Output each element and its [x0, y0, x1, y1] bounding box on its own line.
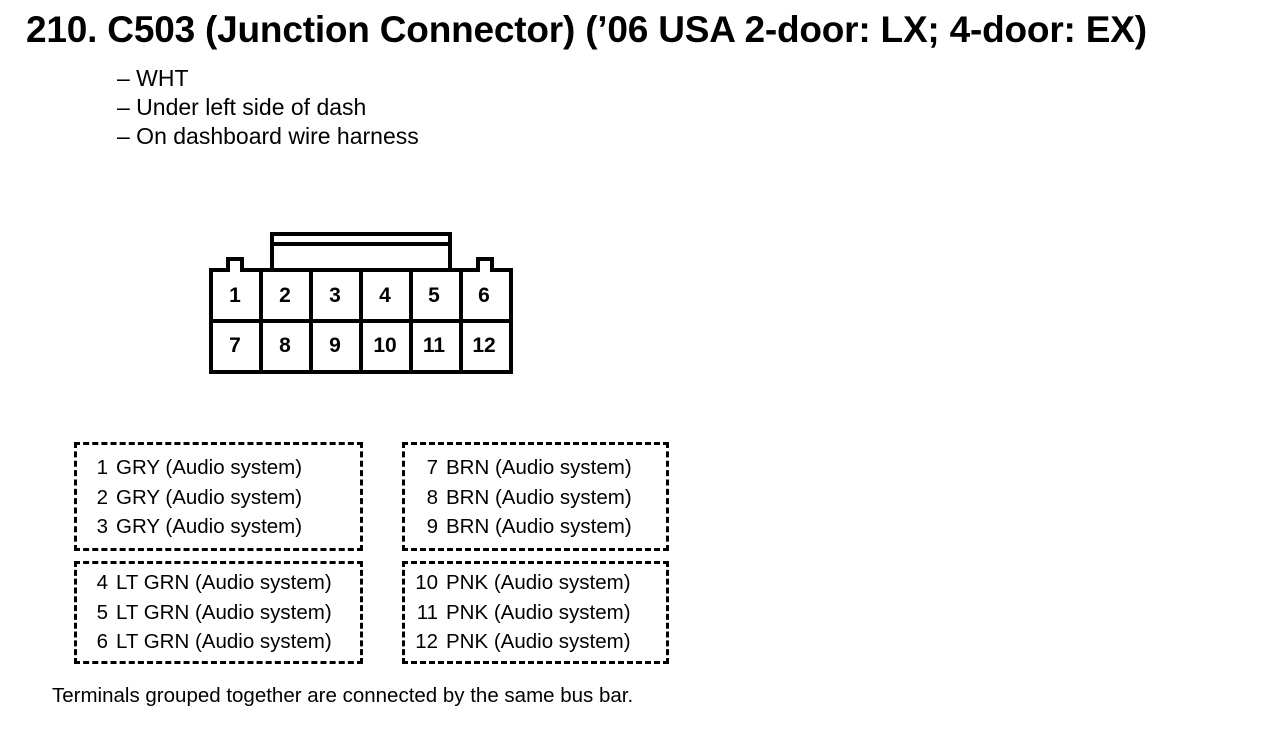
terminal-row: 8 BRN (Audio system) — [412, 483, 632, 513]
pin-label: 6 — [478, 284, 490, 307]
terminal-number: 2 — [96, 485, 108, 509]
terminal-description: LT GRN (Audio system) — [116, 600, 332, 624]
pin-label: 7 — [229, 334, 241, 357]
terminal-row: 3 GRY (Audio system) — [84, 512, 303, 542]
terminal-number: 10 — [415, 571, 438, 594]
terminal-number: 6 — [96, 630, 108, 653]
terminal-description: GRY (Audio system) — [116, 515, 303, 538]
terminal-number: 3 — [96, 515, 108, 538]
terminal-description: GRY (Audio system) — [116, 485, 303, 509]
terminal-number: 8 — [426, 485, 438, 509]
bus-bar-group-lt-grn — [74, 561, 363, 664]
detail-color: – WHT — [117, 65, 189, 91]
bus-bar-group-brn — [402, 442, 669, 551]
terminal-row: 11 PNK (Audio system) — [410, 598, 631, 628]
pin-label: 11 — [423, 334, 446, 357]
terminal-description: LT GRN (Audio system) — [116, 571, 332, 594]
pin-label: 2 — [279, 284, 291, 307]
terminal-description: PNK (Audio system) — [446, 630, 631, 653]
detail-location: – Under left side of dash — [117, 94, 367, 120]
pin-label: 9 — [329, 334, 341, 357]
terminal-row: 2 GRY (Audio system) — [84, 483, 303, 513]
terminal-number: 7 — [426, 456, 438, 479]
pin-label: 10 — [373, 334, 396, 357]
terminal-row: 4 LT GRN (Audio system) — [84, 568, 332, 598]
pin-label: 3 — [329, 284, 341, 307]
terminal-description: PNK (Audio system) — [446, 600, 631, 624]
bus-bar-group-lt-grn-list: 4 LT GRN (Audio system) 5 LT GRN (Audio … — [84, 568, 332, 657]
terminal-row: 9 BRN (Audio system) — [412, 512, 632, 542]
terminal-description: LT GRN (Audio system) — [116, 630, 332, 653]
terminal-row: 5 LT GRN (Audio system) — [84, 598, 332, 628]
connector-lock-tab — [270, 232, 452, 270]
terminal-description: PNK (Audio system) — [446, 571, 631, 594]
terminal-description: BRN (Audio system) — [446, 515, 632, 538]
page-title: 210. C503 (Junction Connector) (’06 USA … — [26, 9, 1147, 50]
terminal-row: 6 LT GRN (Audio system) — [84, 627, 332, 657]
pin-label: 12 — [472, 334, 495, 357]
bus-bar-group-gry — [74, 442, 363, 551]
terminal-row: 10 PNK (Audio system) — [410, 568, 631, 598]
terminal-number: 4 — [96, 571, 108, 594]
terminal-row: 7 BRN (Audio system) — [412, 453, 632, 483]
terminal-row: 12 PNK (Audio system) — [410, 627, 631, 657]
terminal-number: 11 — [416, 600, 438, 624]
terminal-description: BRN (Audio system) — [446, 456, 632, 479]
terminal-row: 1 GRY (Audio system) — [84, 453, 303, 483]
terminal-number: 5 — [96, 600, 108, 624]
terminal-number: 1 — [96, 456, 108, 479]
connector-body-outline — [209, 257, 513, 374]
bus-bar-group-gry-list: 1 GRY (Audio system) 2 GRY (Audio system… — [84, 453, 303, 542]
pin-label: 8 — [279, 334, 291, 357]
bus-bar-group-pnk — [402, 561, 669, 664]
connector-details: – WHT – Under left side of dash – On das… — [117, 64, 419, 151]
terminal-number: 9 — [426, 515, 438, 538]
bus-bar-group-brn-list: 7 BRN (Audio system) 8 BRN (Audio system… — [412, 453, 632, 542]
terminal-number: 12 — [415, 630, 438, 653]
pin-label: 4 — [379, 284, 391, 307]
bus-bar-footnote: Terminals grouped together are connected… — [52, 684, 634, 707]
pin-label: 5 — [428, 284, 440, 307]
terminal-description: BRN (Audio system) — [446, 485, 632, 509]
pin-label: 1 — [229, 284, 241, 307]
detail-harness: – On dashboard wire harness — [117, 123, 419, 149]
bus-bar-group-pnk-list: 10 PNK (Audio system) 11 PNK (Audio syst… — [410, 568, 631, 657]
terminal-description: GRY (Audio system) — [116, 456, 303, 479]
